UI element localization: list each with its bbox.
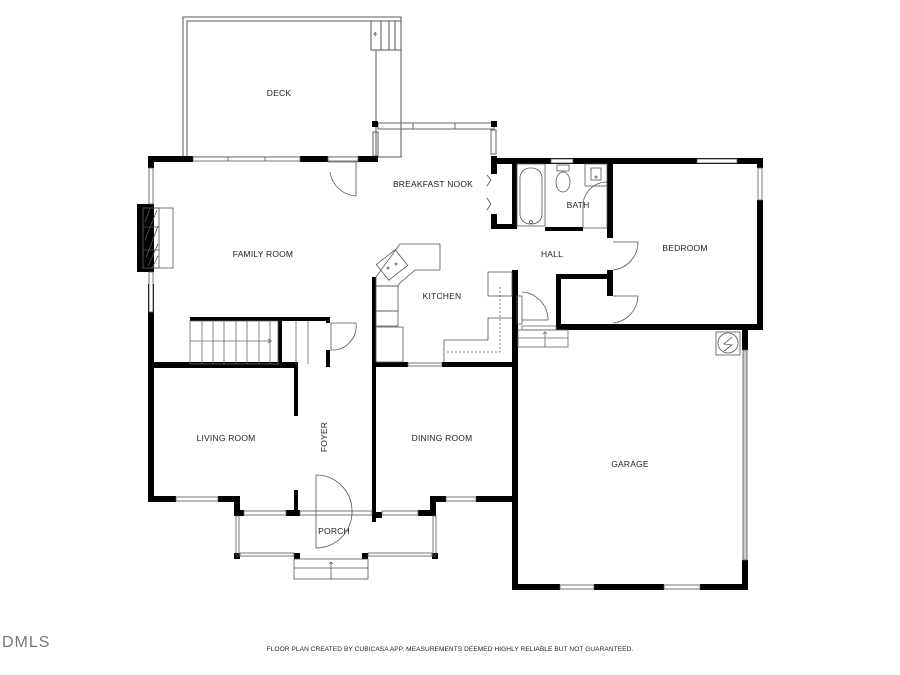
- kitchen-counters: [375, 243, 523, 363]
- bath-fixtures: [516, 163, 608, 227]
- room-label-bedroom: BEDROOM: [662, 243, 707, 253]
- fireplace: [142, 207, 174, 269]
- porch: [235, 515, 437, 580]
- watermark: DMLS: [2, 634, 51, 651]
- room-label-living-room: LIVING ROOM: [197, 433, 256, 443]
- room-label-dining-room: DINING ROOM: [412, 433, 473, 443]
- room-label-porch: PORCH: [318, 526, 350, 536]
- windows: [148, 156, 763, 590]
- walls: [137, 121, 763, 590]
- room-label-kitchen: KITCHEN: [423, 291, 462, 301]
- room-label-family-room: FAMILY ROOM: [233, 249, 293, 259]
- deck: [182, 16, 402, 158]
- room-label-foyer: FOYER: [319, 422, 329, 452]
- water-heater: [715, 331, 741, 356]
- room-label-hall: HALL: [541, 249, 563, 259]
- garage-steps: [517, 325, 569, 348]
- room-label-deck: DECK: [267, 88, 292, 98]
- stairs: [189, 320, 309, 365]
- doors: [315, 161, 639, 549]
- room-label-garage: GARAGE: [611, 459, 649, 469]
- disclaimer: FLOOR PLAN CREATED BY CUBICASA APP. MEAS…: [266, 646, 634, 653]
- nook-windows: [372, 122, 497, 157]
- room-label-breakfast-nook: BREAKFAST NOOK: [393, 179, 473, 189]
- room-label-bath: BATH: [567, 200, 590, 210]
